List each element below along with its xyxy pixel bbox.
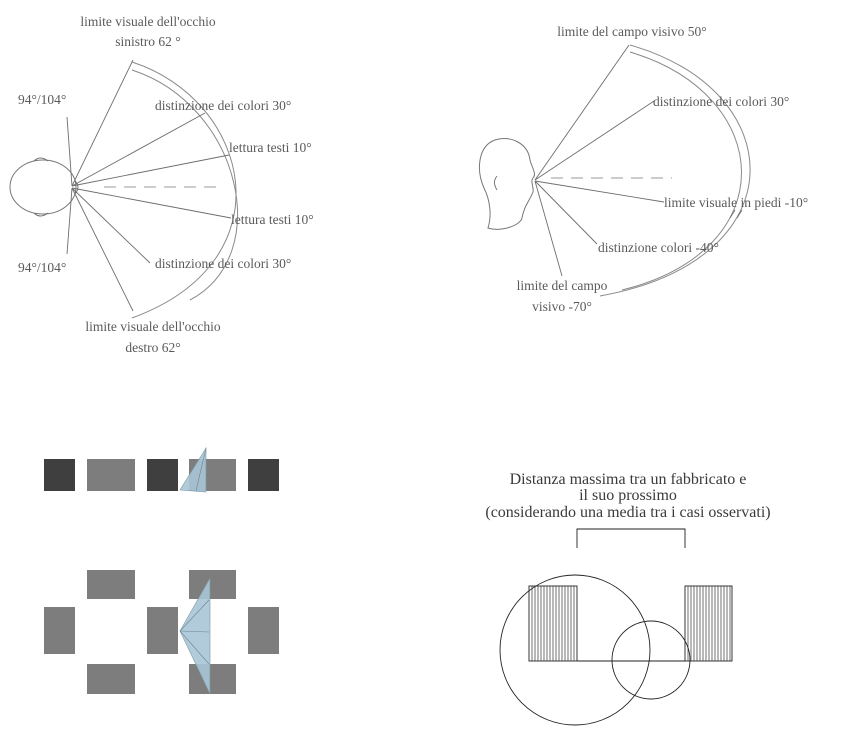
nose-top-view — [74, 180, 79, 195]
building-right-hatched — [684, 585, 733, 662]
block-ring-top-right — [189, 570, 236, 599]
building-left-hatched — [528, 585, 578, 662]
max-distance-diagram: Distanza massima tra un fabbricato e il … — [485, 471, 771, 726]
block-ring-bottom-left — [87, 664, 135, 694]
block-ring-top-left — [87, 570, 135, 599]
small-circle — [611, 620, 691, 700]
sight-line-field-bottom — [534, 180, 563, 277]
block-dark-1 — [44, 459, 75, 491]
sight-line-color-upper — [534, 100, 655, 181]
vertical-visual-field: limite del campo visivo 50° distinzione … — [478, 24, 808, 314]
label-left-eye-limit-2: sinistro 62 ° — [115, 34, 180, 49]
ear-bottom — [33, 212, 49, 217]
tick-standing-1 — [729, 209, 736, 219]
block-ring-bottom-right — [189, 664, 236, 694]
sight-line-reading-bottom — [71, 187, 232, 219]
title-line-3: (considerando una media tra i casi osser… — [485, 504, 770, 521]
cone-ring-line-1 — [179, 599, 210, 632]
block-dark-3 — [248, 459, 279, 491]
label-color-lower: distinzione colori -40° — [598, 240, 719, 255]
cone-row-line — [195, 447, 207, 492]
block-mid-1 — [87, 459, 135, 491]
field-arc-inner — [131, 69, 238, 301]
sight-line-field-top — [534, 44, 630, 181]
large-circle — [499, 574, 651, 726]
ear-side-view — [494, 175, 498, 191]
viewing-cone-row — [179, 446, 207, 493]
label-field-limit-bottom-2: visivo -70° — [532, 299, 592, 314]
label-standing-limit: limite visuale in piedi -10° — [664, 195, 808, 210]
vertical-arc-outer — [599, 44, 751, 297]
horizontal-visual-field: limite visuale dell'occhio sinistro 62 °… — [9, 14, 314, 355]
label-color-top: distinzione dei colori 30° — [155, 98, 291, 113]
sight-line-color-bottom — [71, 187, 151, 264]
label-color-upper: distinzione dei colori 30° — [653, 94, 789, 109]
label-field-limit-top: limite del campo visivo 50° — [557, 24, 706, 39]
block-arrangement-ring — [44, 570, 279, 695]
ear-top — [33, 157, 49, 162]
label-angle-bottom: 94°/104° — [18, 260, 66, 275]
sight-line-left-eye-limit — [71, 59, 134, 187]
distance-bracket — [576, 528, 686, 548]
block-ring-right — [248, 607, 279, 654]
sight-line-angle-bottom — [66, 187, 73, 255]
label-right-eye-limit-2: destro 62° — [125, 340, 180, 355]
sight-line-standing — [534, 180, 665, 203]
label-reading-top: lettura testi 10° — [229, 140, 312, 155]
title-line-2: il suo prossimo — [579, 487, 677, 504]
sight-line-right-eye-limit — [71, 187, 134, 312]
title-line-1: Distanza massima tra un fabbricato e — [510, 471, 747, 488]
head-top-view — [9, 159, 77, 215]
label-field-limit-bottom-1: limite del campo — [517, 278, 608, 293]
label-right-eye-limit-1: limite visuale dell'occhio — [85, 319, 220, 334]
sight-line-color-lower — [534, 180, 598, 245]
block-dark-2 — [147, 459, 178, 491]
sight-line-reading-top — [71, 154, 230, 187]
block-ring-centre — [147, 607, 178, 654]
label-left-eye-limit-1: limite visuale dell'occhio — [80, 14, 215, 29]
block-arrangement-row — [44, 446, 279, 493]
label-angle-top: 94°/104° — [18, 92, 66, 107]
sight-line-angle-top — [66, 116, 73, 187]
cone-ring-line-2 — [179, 630, 210, 633]
block-ring-left — [44, 607, 75, 654]
cone-ring-line-3 — [179, 630, 210, 665]
tick-standing-2 — [736, 209, 743, 219]
vertical-arc-inner — [621, 51, 742, 291]
head-side-view — [478, 138, 535, 230]
label-color-bottom: distinzione dei colori 30° — [155, 256, 291, 271]
sight-line-color-top — [71, 112, 206, 187]
label-reading-bottom: lettura testi 10° — [231, 212, 314, 227]
field-arc-outer — [131, 61, 237, 319]
